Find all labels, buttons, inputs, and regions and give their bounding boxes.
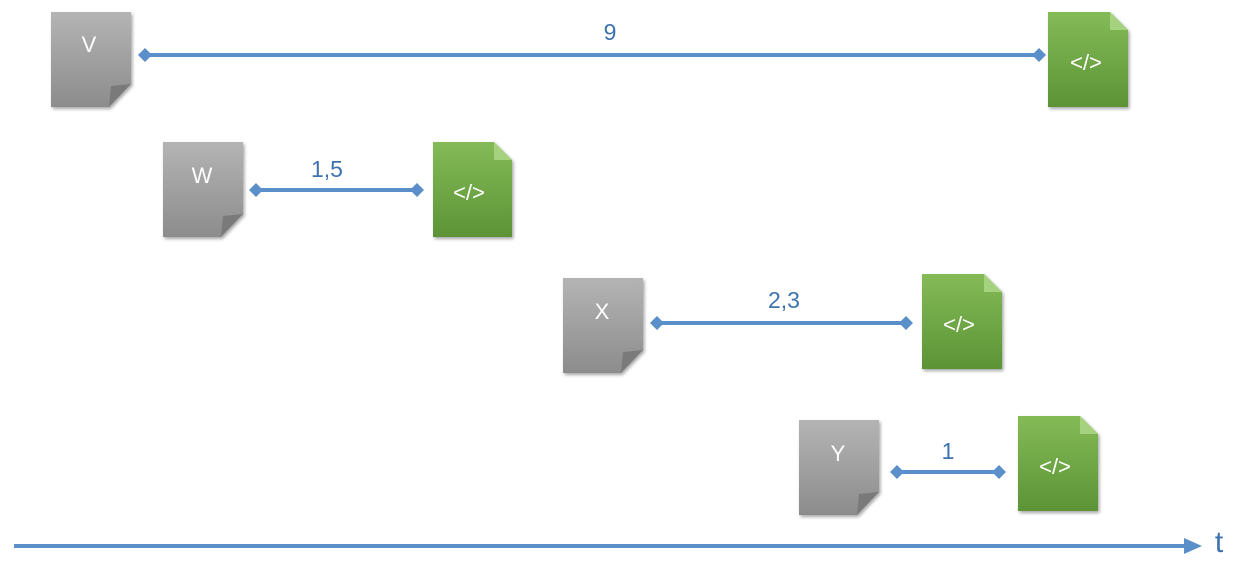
output-document-y-fold — [1080, 416, 1098, 434]
source-document-v-shape — [51, 12, 131, 107]
row-2: W 1,5 </> — [163, 142, 512, 237]
output-document-x-fold — [984, 274, 1002, 292]
source-document-x-shape — [563, 278, 643, 373]
source-document-w-fold — [221, 214, 243, 237]
duration-label-x: 2,3 — [768, 287, 800, 313]
output-document-v: </> — [1048, 12, 1128, 107]
output-document-v-code-icon: </> — [1070, 50, 1102, 75]
output-document-v-fold — [1110, 12, 1128, 30]
connector-start-diamond-v — [138, 48, 152, 62]
connector-end-diamond-w — [410, 183, 424, 197]
output-document-w-code-icon: </> — [453, 180, 485, 205]
connector-start-diamond-x — [650, 316, 664, 330]
source-document-y-shape — [799, 420, 879, 515]
row-1: V 9 </> — [51, 12, 1128, 107]
output-document-w-fold — [494, 142, 512, 160]
duration-connector-x: 2,3 — [650, 287, 913, 330]
connector-start-diamond-w — [249, 183, 263, 197]
row-4: Y 1 </> — [799, 416, 1098, 515]
time-axis-arrowhead — [1184, 538, 1202, 554]
source-document-x-fold — [621, 350, 643, 373]
row-3: X 2,3 </> — [563, 274, 1002, 373]
source-document-w: W — [163, 142, 243, 237]
time-axis: t — [14, 526, 1224, 559]
duration-label-v: 9 — [604, 19, 617, 45]
source-document-y-label: Y — [831, 441, 846, 466]
output-document-y: </> — [1018, 416, 1098, 511]
time-axis-label: t — [1215, 526, 1224, 559]
duration-connector-w: 1,5 — [249, 156, 424, 197]
source-document-w-shape — [163, 142, 243, 237]
output-document-y-shape — [1018, 416, 1098, 511]
duration-label-w: 1,5 — [311, 156, 343, 182]
source-document-x-label: X — [595, 299, 610, 324]
duration-connector-v: 9 — [138, 19, 1046, 62]
source-document-y-fold — [857, 492, 879, 515]
output-document-x-code-icon: </> — [943, 312, 975, 337]
source-document-w-label: W — [192, 163, 213, 188]
connector-end-diamond-v — [1032, 48, 1046, 62]
output-document-w: </> — [433, 142, 512, 237]
duration-label-y: 1 — [942, 438, 955, 464]
output-document-w-shape — [433, 142, 512, 237]
connector-end-diamond-y — [992, 465, 1006, 479]
output-document-x-shape — [922, 274, 1002, 369]
source-document-y: Y — [799, 420, 879, 515]
output-document-v-shape — [1048, 12, 1128, 107]
source-document-x: X — [563, 278, 643, 373]
source-document-v-label: V — [82, 32, 97, 57]
source-document-v-fold — [109, 84, 131, 107]
output-document-y-code-icon: </> — [1039, 454, 1071, 479]
connector-start-diamond-y — [890, 465, 904, 479]
connector-end-diamond-x — [899, 316, 913, 330]
duration-connector-y: 1 — [890, 438, 1006, 479]
output-document-x: </> — [922, 274, 1002, 369]
source-document-v: V — [51, 12, 131, 107]
